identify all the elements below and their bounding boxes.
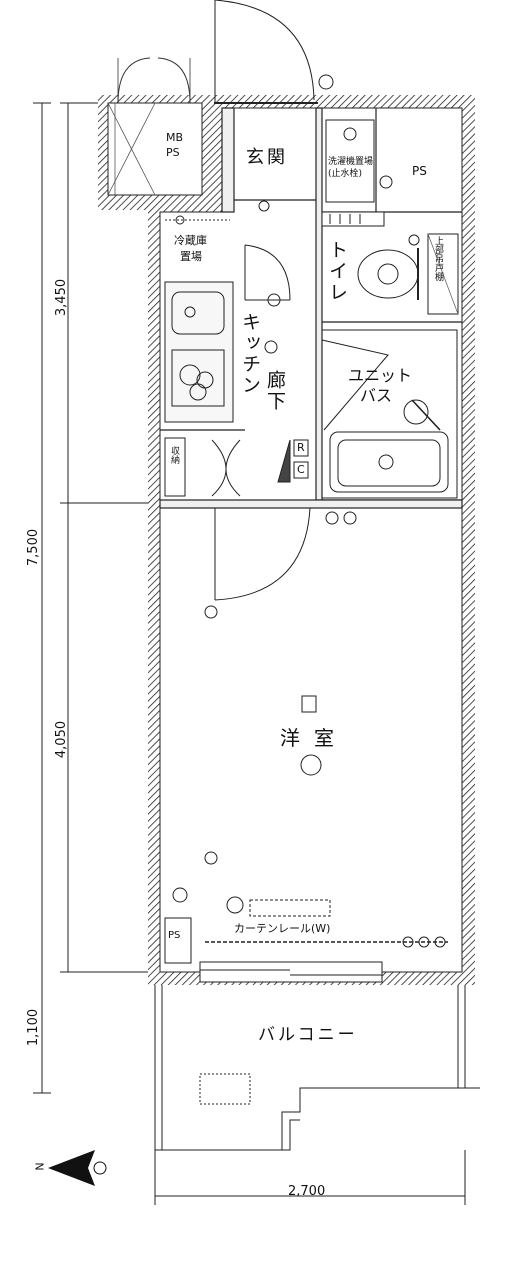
dim-balcony-depth: 1,100 — [26, 1008, 42, 1047]
curtain-rail-label: カーテンレール(W) — [234, 922, 331, 935]
genkan-label: 玄関 — [246, 147, 288, 168]
western-room-door — [214, 507, 357, 601]
balcony — [154, 985, 480, 1151]
entrance-door — [214, 0, 318, 104]
mbps-closet — [98, 57, 210, 210]
unitbath-label-1: ユニット — [348, 366, 413, 385]
kitchen-label: キッチン — [239, 312, 261, 396]
dim-middle: 4,050 — [54, 720, 70, 759]
dim-upper: 3,450 — [54, 278, 70, 317]
fridge-label-1: 冷蔵庫 — [174, 234, 207, 247]
balcony-window — [199, 961, 383, 983]
dim-total-height: 7,500 — [26, 528, 42, 567]
markers — [258, 74, 420, 246]
washer-area — [325, 119, 393, 203]
switch-c-label: C — [297, 463, 305, 476]
fridge-area — [165, 215, 230, 225]
toilet-fixture — [321, 211, 459, 315]
switch-panel — [277, 439, 309, 483]
western-room-label: 洋室 — [280, 726, 348, 750]
storage-closet — [164, 437, 241, 497]
compass-icon — [48, 1150, 107, 1186]
balcony-label: バルコニー — [258, 1025, 358, 1045]
fridge-label-2: 置場 — [180, 250, 202, 263]
unit-bath — [321, 329, 458, 499]
storage-label: 収納 — [169, 446, 179, 464]
room-fixtures — [164, 605, 448, 964]
washer-label-2: (止水栓) — [328, 169, 363, 179]
compass-letter: N — [33, 1162, 47, 1171]
cabinet-label: 上部吊戸棚 — [433, 236, 443, 281]
washer-label-1: 洗濯機置場 — [328, 157, 374, 167]
ps-bottom-label: PS — [168, 930, 181, 941]
switch-r-label: R — [297, 441, 305, 454]
toilet-label: トイレ — [326, 240, 348, 303]
mbps-label-2: PS — [166, 146, 180, 159]
dimension-lines — [33, 102, 466, 1205]
hallway-label: 廊下 — [264, 370, 286, 412]
dim-width: 2,700 — [288, 1184, 326, 1199]
interior-walls — [159, 107, 463, 509]
mbps-label-1: MB — [166, 131, 184, 144]
kitchen-counter — [164, 281, 234, 423]
outer-wall — [148, 95, 475, 985]
unitbath-label-2: バス — [360, 386, 393, 405]
hallway-door — [244, 244, 291, 354]
ps-top-label: PS — [412, 164, 427, 178]
